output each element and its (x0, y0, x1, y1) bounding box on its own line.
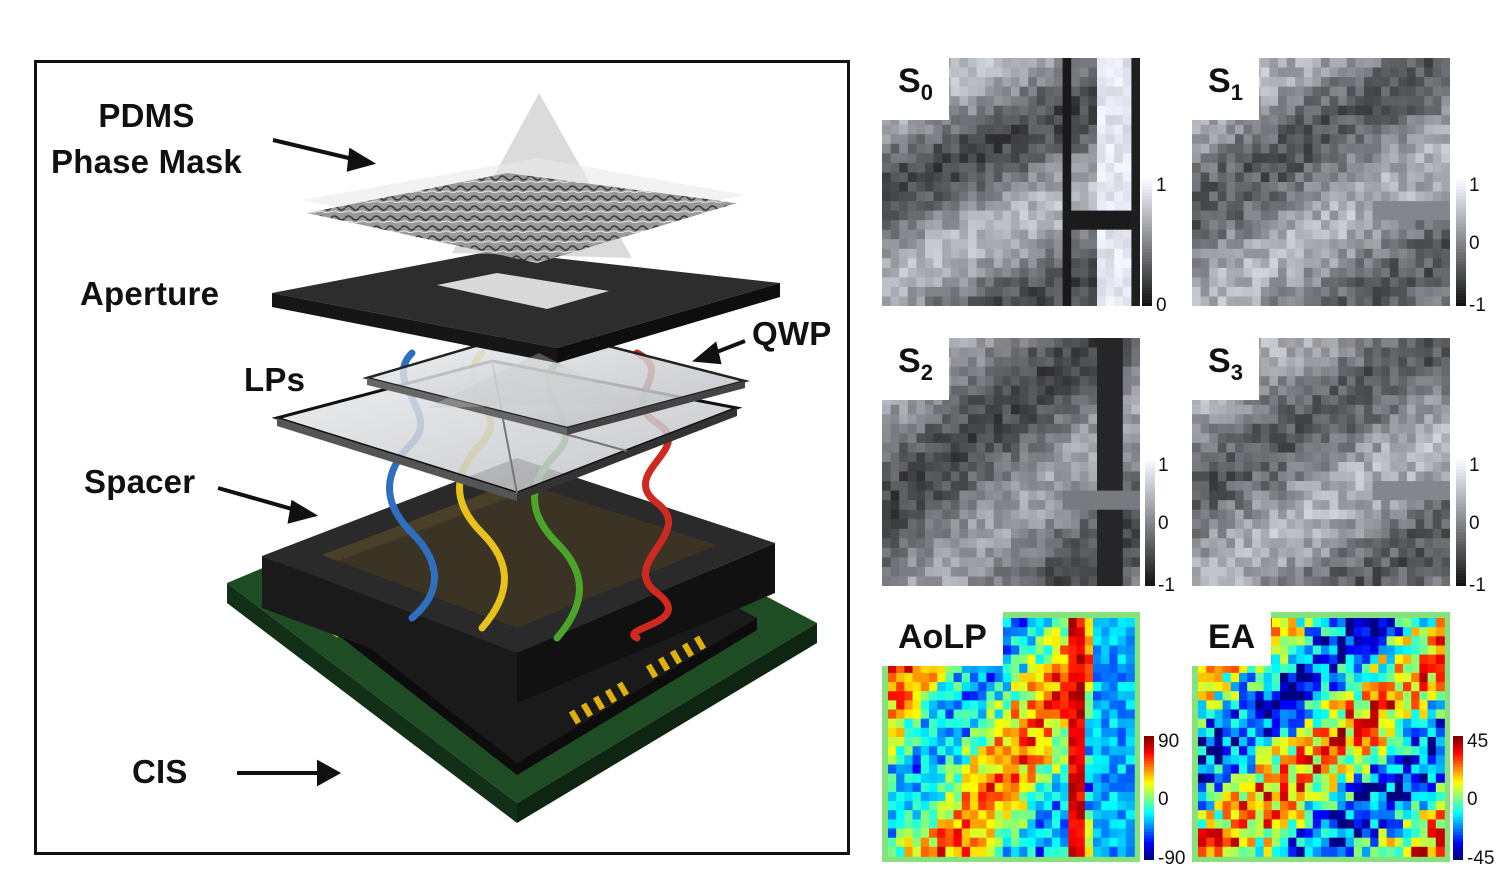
colorbar-aolp-max: 90 (1158, 731, 1180, 752)
colorbar-aolp-min: -90 (1158, 848, 1186, 869)
label-phase-mask: Phase Mask (51, 143, 242, 180)
panel-s2: S2 (882, 338, 1140, 586)
stack-illustration (217, 93, 817, 823)
label-qwp: QWP (752, 315, 832, 352)
label-pdms-phase-mask: PDMS Phase Mask (51, 93, 242, 185)
colorbar-s2-min: -1 (1158, 575, 1175, 596)
aperture-layer (272, 251, 780, 363)
colorbar-s1-max: 1 (1469, 175, 1480, 196)
s2-image (882, 338, 1140, 586)
colorbar-s0: 1 0 (1142, 176, 1167, 315)
colorbar-s2-mid: 0 (1158, 513, 1169, 534)
colorbar-s3-max: 1 (1469, 455, 1480, 476)
label-spacer: Spacer (84, 463, 196, 500)
colorbar-s1-mid: 0 (1469, 233, 1480, 254)
panel-s0: S0 (882, 58, 1140, 306)
colorbar-ea: 45 0 -45 (1453, 732, 1494, 868)
panel-ea: EA (1192, 612, 1450, 862)
label-cis: CIS (132, 753, 188, 790)
colorbar-s3-mid: 0 (1469, 513, 1480, 534)
colorbar-ea-max: 45 (1467, 731, 1489, 752)
panel-s1: S1 (1192, 58, 1450, 306)
colorbar-ea-mid: 0 (1467, 789, 1478, 810)
colorbar-ea-min: -45 (1467, 848, 1495, 869)
colorbar-s0-max: 1 (1156, 175, 1167, 196)
colorbar-s3: 1 0 -1 (1456, 456, 1486, 595)
panel-ea-title: EA (1192, 612, 1272, 666)
colorbar-aolp-mid: 0 (1158, 789, 1169, 810)
panel-aolp: AoLP (882, 612, 1140, 862)
label-arrows (217, 138, 746, 787)
colorbar-s1: 1 0 -1 (1456, 176, 1486, 315)
label-aperture: Aperture (80, 275, 220, 312)
s0-image (882, 58, 1140, 306)
panel-aolp-title: AoLP (882, 612, 1003, 666)
colorbar-s2: 1 0 -1 (1145, 456, 1175, 595)
panel-s0-title: S0 (882, 58, 949, 120)
panel-s3-title: S3 (1192, 338, 1259, 400)
panel-s3: S3 (1192, 338, 1450, 586)
label-pdms: PDMS (98, 97, 195, 134)
colorbar-aolp: 90 0 -90 (1144, 732, 1185, 868)
panel-s1-title: S1 (1192, 58, 1259, 120)
colorbar-s1-min: -1 (1469, 295, 1486, 316)
colorbar-s2-max: 1 (1158, 455, 1169, 476)
colorbar-s0-min: 0 (1156, 295, 1167, 316)
label-lps: LPs (244, 361, 306, 398)
pdms-phase-mask (302, 158, 745, 263)
colorbar-s3-min: -1 (1469, 575, 1486, 596)
sensor-stack-diagram: PDMS Phase Mask Aperture QWP LPs Spacer … (34, 60, 850, 855)
panel-s2-title: S2 (882, 338, 949, 400)
